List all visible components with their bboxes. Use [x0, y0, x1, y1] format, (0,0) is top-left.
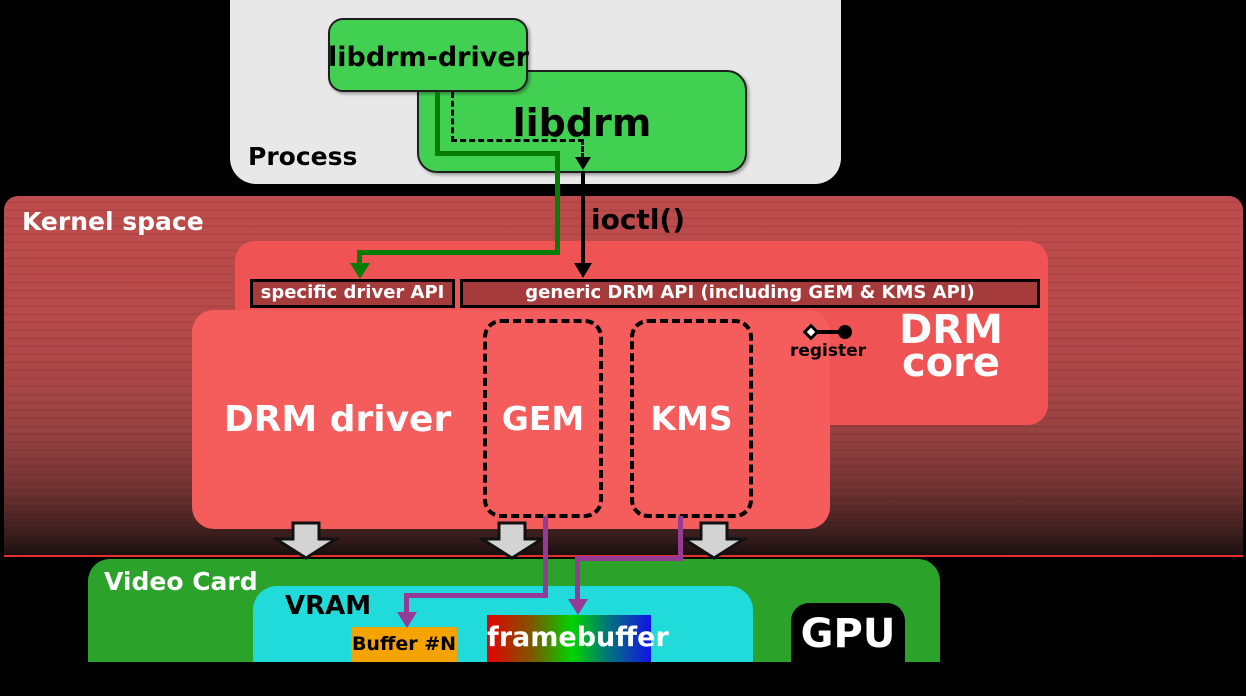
- dashed-arrow-segment: [451, 92, 454, 142]
- libdrm-driver-box: [328, 18, 528, 92]
- kms-label: KMS: [650, 399, 733, 438]
- purple-arrow-segment: [575, 556, 580, 602]
- ioctl-label: ioctl(): [591, 203, 686, 236]
- buffer-n-box: Buffer #N: [351, 627, 457, 662]
- dashed-arrow-segment: [581, 139, 584, 159]
- register-label: register: [789, 341, 867, 361]
- kms-box: KMS: [630, 319, 753, 518]
- down-block-arrow-icon: [479, 521, 545, 560]
- green-arrow-segment: [555, 151, 560, 255]
- kernel-space-label: Kernel space: [22, 207, 204, 236]
- purple-arrowhead-icon: [397, 612, 417, 628]
- gem-box: GEM: [483, 319, 603, 518]
- register-dot-icon: [838, 325, 852, 339]
- register-line-icon: [816, 330, 842, 334]
- drm-core-line2: core: [901, 340, 1001, 387]
- green-arrow-segment: [357, 250, 560, 255]
- purple-arrowhead-icon: [568, 599, 588, 615]
- process-label: Process: [248, 142, 358, 171]
- green-arrowhead-icon: [350, 263, 370, 279]
- drm-driver-box: [192, 310, 830, 529]
- purple-arrow-segment: [404, 593, 409, 615]
- libdrm-label: libdrm: [512, 101, 652, 145]
- video-card-label: Video Card: [104, 567, 258, 596]
- green-arrow-segment: [357, 250, 362, 265]
- gpu-box: GPU: [791, 603, 905, 662]
- purple-arrow-segment: [678, 516, 683, 561]
- dashed-arrow-segment: [451, 139, 584, 142]
- drm-core-line1: DRM: [899, 307, 1003, 353]
- green-arrow-segment: [435, 92, 440, 156]
- specific-driver-api-bar: specific driver API: [250, 279, 455, 308]
- ioctl-arrow-segment: [581, 171, 585, 266]
- down-block-arrow-icon: [681, 521, 747, 560]
- down-block-arrow-icon: [273, 521, 339, 560]
- vram-label: VRAM: [285, 591, 372, 621]
- drm-driver-label: DRM driver: [223, 399, 452, 440]
- green-arrow-segment: [435, 151, 560, 156]
- generic-drm-api-bar: generic DRM API (including GEM & KMS API…: [460, 279, 1040, 308]
- purple-arrow-segment: [575, 556, 683, 561]
- framebuffer-box: framebuffer: [487, 615, 669, 662]
- purple-arrow-segment: [543, 516, 548, 598]
- gem-label: GEM: [501, 399, 585, 438]
- libdrm-driver-label: libdrm-driver: [328, 42, 529, 73]
- purple-arrow-segment: [404, 593, 548, 598]
- ioctl-arrowhead-icon: [574, 263, 592, 278]
- dashed-arrowhead-icon: [575, 157, 591, 170]
